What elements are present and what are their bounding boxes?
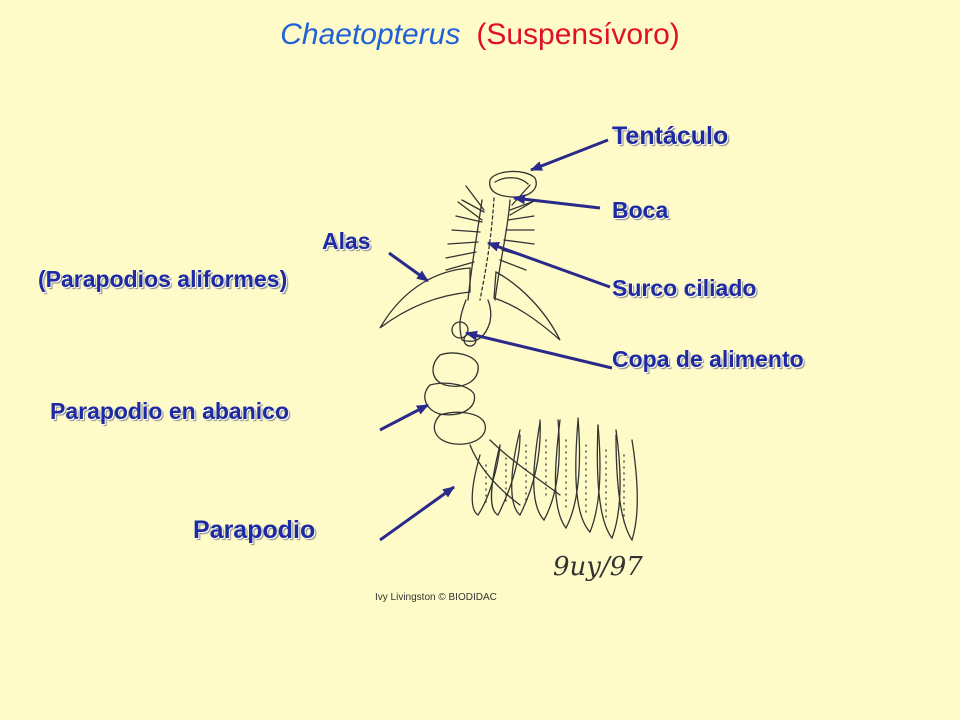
arrow-surco [487, 241, 611, 289]
arrow-copa [465, 330, 613, 370]
image-credit: Ivy Livingston © BIODIDAC [375, 592, 497, 603]
arrow-tentaculo [530, 138, 609, 172]
arrow-parapodio [379, 485, 455, 542]
label-copa: Copa de alimento [612, 346, 804, 372]
title-genus: Chaetopterus [280, 18, 461, 51]
artist-signature: 9uy/97 [553, 552, 643, 582]
title-role: (Suspensívoro) [476, 18, 680, 51]
arrow-boca [513, 194, 601, 210]
arrow-abanico [379, 403, 429, 432]
label-parapodio: Parapodio [193, 516, 316, 544]
label-boca: Boca [612, 197, 669, 223]
label-surco: Surco ciliado [612, 275, 757, 301]
label-tentaculo: Tentáculo [612, 122, 729, 150]
label-alas-sub: (Parapodios aliformes) [38, 266, 288, 292]
slide-title: Chaetopterus (Suspensívoro) [0, 18, 960, 52]
label-alas: Alas [322, 228, 371, 254]
arrow-alas [388, 251, 429, 283]
label-abanico: Parapodio en abanico [50, 398, 289, 424]
